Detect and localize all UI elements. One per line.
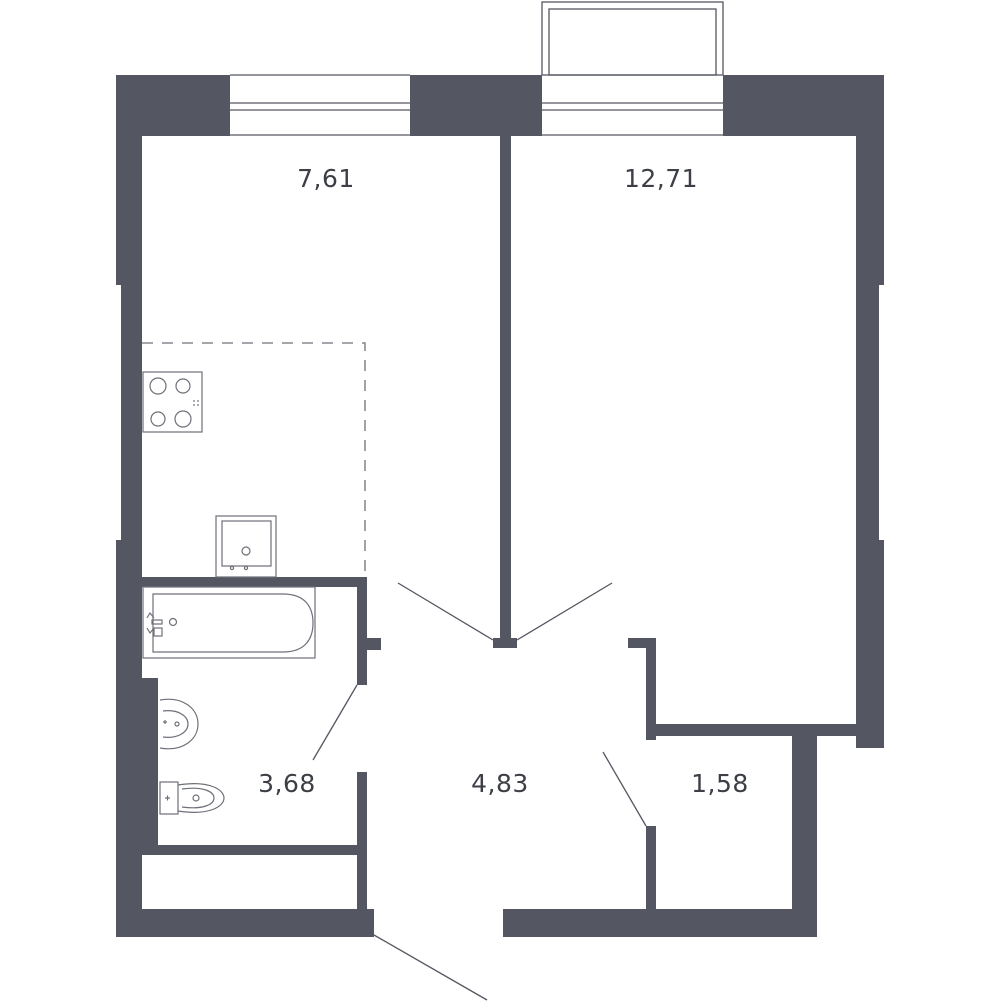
inner-walls: [142, 136, 656, 937]
door-room: [516, 582, 613, 641]
wall-right-upper: [856, 75, 884, 285]
wall-storage-right: [792, 724, 817, 936]
toilet-icon: [159, 781, 225, 815]
kitchen-sink-icon: [215, 515, 277, 578]
balcony: [541, 1, 724, 76]
bath-duct: [142, 678, 158, 845]
door-storage: [602, 751, 647, 827]
outer-walls: [116, 75, 884, 937]
storage-wall-left-lower: [646, 826, 656, 937]
wall-left-lower: [116, 540, 142, 937]
doors: [312, 582, 647, 1001]
bath-wall-stub: [357, 638, 381, 650]
partition-end: [493, 638, 517, 648]
kitchen-zone-outline: [142, 342, 366, 577]
wall-bottom-left: [116, 909, 374, 937]
door-entrance: [373, 934, 488, 1001]
partition-kitchen-room: [500, 136, 511, 640]
wall-right-mid: [856, 285, 879, 540]
area-label-bathroom: 3,68: [258, 769, 316, 798]
area-label-hall: 4,83: [471, 769, 529, 798]
bath-wall-top: [142, 577, 367, 587]
bath-wall-right-upper: [357, 577, 367, 685]
wall-left-mid: [121, 285, 142, 540]
window-room: [542, 75, 723, 136]
wall-storage-top: [650, 724, 884, 736]
storage-wall-stub: [628, 638, 656, 648]
wall-bottom-right: [503, 909, 817, 937]
area-label-storage: 1,58: [691, 769, 749, 798]
bathroom-sink-icon: [159, 698, 199, 750]
area-label-kitchen: 7,61: [297, 164, 355, 193]
stove-icon: [142, 371, 203, 433]
bathtub-icon: [142, 586, 316, 659]
door-bathroom: [312, 684, 358, 761]
door-kitchen: [397, 582, 494, 641]
wall-top-middle: [410, 75, 542, 136]
wall-left-upper: [116, 75, 142, 285]
area-label-room: 12,71: [624, 164, 698, 193]
window-kitchen: [230, 74, 410, 136]
storage-wall-left-upper: [646, 638, 656, 740]
bath-wall-bottom: [142, 845, 367, 855]
wall-right-lower: [856, 540, 884, 748]
